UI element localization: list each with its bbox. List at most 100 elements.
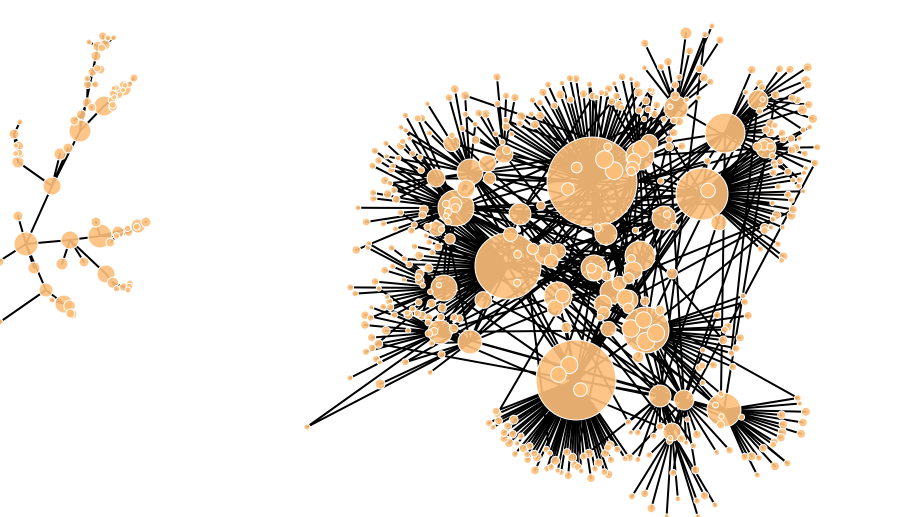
graph-node[interactable] bbox=[663, 513, 670, 517]
graph-node[interactable] bbox=[111, 94, 118, 101]
graph-node[interactable] bbox=[657, 62, 665, 71]
graph-node[interactable] bbox=[435, 281, 443, 289]
graph-node[interactable] bbox=[560, 321, 572, 334]
graph-node[interactable] bbox=[700, 182, 716, 199]
graph-node[interactable] bbox=[759, 96, 766, 103]
graph-node[interactable] bbox=[769, 168, 778, 177]
graph-node[interactable] bbox=[712, 401, 719, 409]
graph-node[interactable] bbox=[370, 277, 380, 286]
graph-node[interactable] bbox=[394, 154, 402, 162]
graph-node[interactable] bbox=[709, 360, 718, 370]
graph-node[interactable] bbox=[800, 188, 807, 195]
graph-node[interactable] bbox=[806, 123, 814, 131]
graph-node[interactable] bbox=[669, 468, 678, 477]
graph-node[interactable] bbox=[795, 176, 804, 184]
graph-node[interactable] bbox=[399, 137, 407, 146]
graph-node[interactable] bbox=[474, 291, 493, 309]
graph-node[interactable] bbox=[591, 465, 599, 473]
graph-node[interactable] bbox=[717, 390, 725, 398]
graph-node[interactable] bbox=[424, 100, 431, 107]
graph-node[interactable] bbox=[132, 222, 141, 231]
graph-node[interactable] bbox=[725, 446, 734, 455]
graph-node[interactable] bbox=[810, 158, 820, 168]
graph-hub-node[interactable] bbox=[704, 112, 746, 154]
graph-node[interactable] bbox=[374, 156, 383, 165]
graph-node[interactable] bbox=[787, 145, 797, 155]
graph-node[interactable] bbox=[444, 217, 452, 226]
graph-node[interactable] bbox=[685, 46, 694, 56]
graph-node[interactable] bbox=[592, 223, 602, 233]
graph-node[interactable] bbox=[60, 230, 80, 250]
graph-node[interactable] bbox=[677, 434, 686, 444]
graph-node[interactable] bbox=[621, 455, 629, 463]
graph-node[interactable] bbox=[369, 188, 378, 197]
graph-node[interactable] bbox=[62, 142, 74, 154]
graph-node[interactable] bbox=[760, 226, 769, 235]
graph-node[interactable] bbox=[640, 38, 650, 48]
graph-node[interactable] bbox=[604, 443, 613, 452]
graph-node[interactable] bbox=[633, 428, 642, 437]
graph-node[interactable] bbox=[665, 135, 674, 144]
graph-node[interactable] bbox=[419, 282, 426, 289]
graph-node[interactable] bbox=[448, 131, 456, 139]
graph-node[interactable] bbox=[752, 141, 763, 152]
graph-node[interactable] bbox=[632, 80, 642, 89]
graph-node[interactable] bbox=[698, 361, 707, 370]
graph-node[interactable] bbox=[516, 119, 524, 127]
graph-node[interactable] bbox=[405, 260, 414, 269]
graph-node[interactable] bbox=[53, 147, 67, 161]
graph-node[interactable] bbox=[69, 115, 80, 126]
graph-node[interactable] bbox=[513, 278, 522, 287]
graph-node[interactable] bbox=[679, 26, 693, 40]
graph-node[interactable] bbox=[708, 22, 716, 30]
graph-node[interactable] bbox=[565, 74, 575, 83]
graph-node[interactable] bbox=[573, 382, 588, 398]
graph-node[interactable] bbox=[48, 296, 56, 304]
graph-node[interactable] bbox=[503, 421, 513, 431]
graph-node[interactable] bbox=[12, 150, 19, 157]
graph-node[interactable] bbox=[444, 233, 456, 245]
graph-node[interactable] bbox=[607, 97, 617, 106]
graph-node[interactable] bbox=[682, 439, 690, 446]
graph-node[interactable] bbox=[87, 102, 97, 113]
graph-node[interactable] bbox=[758, 83, 766, 92]
graph-node[interactable] bbox=[474, 108, 484, 118]
graph-node[interactable] bbox=[526, 242, 539, 255]
graph-node[interactable] bbox=[391, 195, 401, 204]
graph-node[interactable] bbox=[790, 177, 797, 184]
graph-node[interactable] bbox=[640, 296, 650, 307]
graph-node[interactable] bbox=[523, 450, 531, 459]
graph-node[interactable] bbox=[562, 448, 572, 457]
graph-node[interactable] bbox=[400, 255, 408, 263]
graph-node[interactable] bbox=[417, 166, 426, 175]
graph-node[interactable] bbox=[633, 87, 644, 98]
graph-node[interactable] bbox=[425, 238, 434, 246]
graph-node[interactable] bbox=[670, 222, 679, 231]
graph-node[interactable] bbox=[777, 128, 787, 138]
graph-node[interactable] bbox=[42, 176, 62, 196]
graph-hub-node[interactable] bbox=[706, 392, 742, 428]
graph-node[interactable] bbox=[690, 442, 698, 450]
graph-node[interactable] bbox=[631, 226, 640, 235]
graph-node[interactable] bbox=[550, 366, 567, 383]
graph-node[interactable] bbox=[699, 491, 710, 501]
graph-hub-node[interactable] bbox=[535, 339, 617, 421]
graph-node[interactable] bbox=[613, 445, 621, 454]
graph-node[interactable] bbox=[595, 150, 614, 169]
graph-node[interactable] bbox=[405, 327, 412, 334]
graph-node[interactable] bbox=[376, 359, 383, 366]
graph-node[interactable] bbox=[112, 285, 121, 293]
graph-node[interactable] bbox=[801, 149, 809, 158]
graph-node[interactable] bbox=[129, 73, 139, 83]
graph-node[interactable] bbox=[645, 451, 653, 459]
graph-node[interactable] bbox=[361, 347, 370, 356]
graph-node[interactable] bbox=[425, 129, 433, 137]
graph-node[interactable] bbox=[38, 282, 54, 298]
graph-node[interactable] bbox=[97, 43, 107, 53]
graph-node[interactable] bbox=[675, 73, 683, 81]
graph-node[interactable] bbox=[788, 94, 797, 103]
graph-node[interactable] bbox=[448, 323, 459, 334]
graph-node[interactable] bbox=[769, 215, 777, 223]
graph-node[interactable] bbox=[770, 461, 780, 472]
graph-node[interactable] bbox=[692, 429, 702, 440]
